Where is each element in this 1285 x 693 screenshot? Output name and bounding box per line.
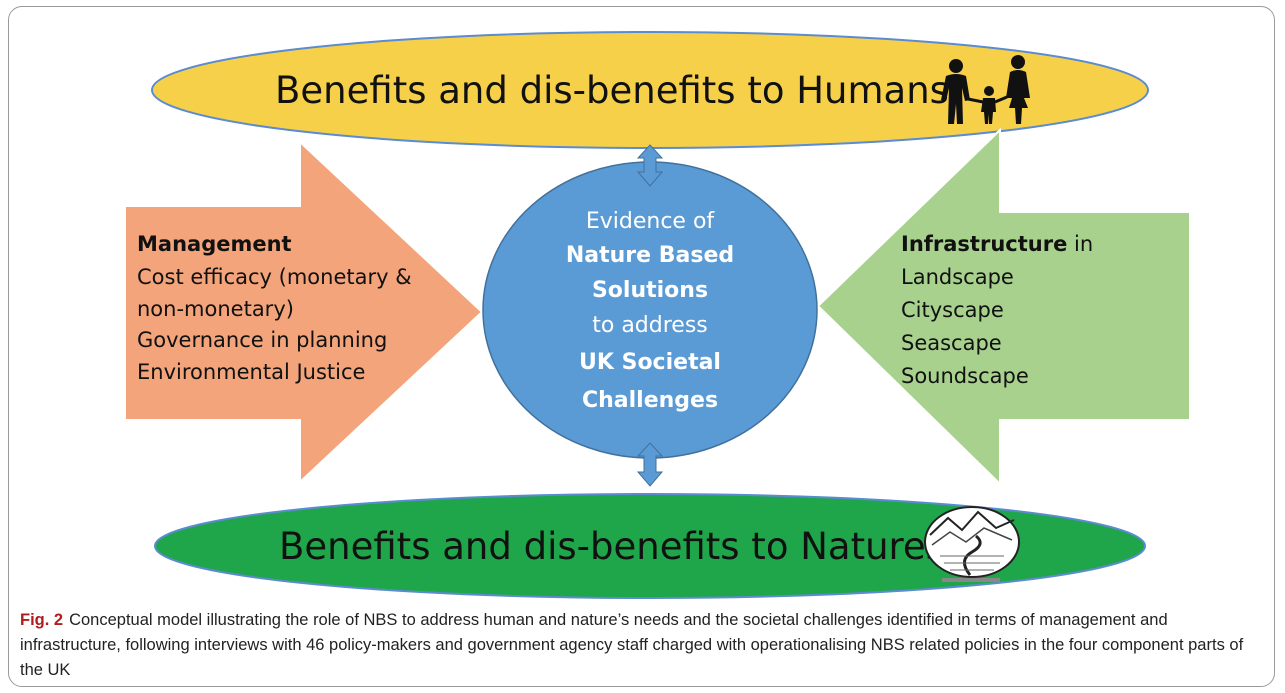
- figure-caption-text: Conceptual model illustrating the role o…: [20, 611, 1244, 679]
- infrastructure-item: Landscape: [901, 265, 1014, 289]
- infrastructure-item: Cityscape: [901, 298, 1004, 322]
- family-silhouette-icon: [941, 55, 1030, 124]
- infrastructure-heading: Infrastructure in: [901, 232, 1093, 256]
- right-arrow-shape: [816, 127, 1191, 487]
- left-arrow-shape: [124, 139, 484, 485]
- center-line: Nature Based: [566, 243, 734, 268]
- management-item: Governance in planning: [137, 328, 387, 352]
- center-line: Solutions: [592, 278, 708, 303]
- bottom-double-arrow-connector: [636, 442, 664, 487]
- infrastructure-item: Soundscape: [901, 364, 1029, 388]
- center-line: to address: [592, 313, 708, 338]
- top-double-arrow-connector: [636, 144, 664, 187]
- center-line: UK Societal: [579, 350, 721, 375]
- top-ellipse: Benefits and dis-benefits to Humans: [151, 31, 1149, 149]
- center-line: Evidence of: [586, 209, 716, 234]
- infrastructure-title: Infrastructure: [901, 232, 1067, 256]
- management-title: Management: [137, 232, 292, 256]
- top-ellipse-label: Benefits and dis-benefits to Humans: [275, 69, 949, 112]
- management-item: Cost efficacy (monetary &: [137, 265, 412, 289]
- infrastructure-item: Seascape: [901, 331, 1002, 355]
- right-arrow-infrastructure: Infrastructure in Landscape Cityscape Se…: [816, 127, 1191, 487]
- left-arrow-management: Management Cost efficacy (monetary & non…: [124, 139, 484, 485]
- bottom-ellipse-shape: [154, 493, 1146, 599]
- conceptual-model-diagram: Benefits and dis-benefits to Humans Bene…: [124, 31, 1191, 599]
- figure-label: Fig. 2: [20, 611, 64, 629]
- landscape-river-engraving-icon: [924, 506, 1020, 582]
- management-item: non-monetary): [137, 297, 294, 321]
- bottom-ellipse: Benefits and dis-benefits to Natures: [154, 493, 1146, 599]
- center-line: Challenges: [582, 388, 718, 413]
- center-circle: Evidence of Nature Based Solutions to ad…: [482, 161, 818, 459]
- infrastructure-title-suffix: in: [1067, 232, 1093, 256]
- center-circle-shape: [482, 161, 818, 459]
- bottom-ellipse-label: Benefits and dis-benefits to Natures: [279, 525, 945, 568]
- management-item: Environmental Justice: [137, 360, 365, 384]
